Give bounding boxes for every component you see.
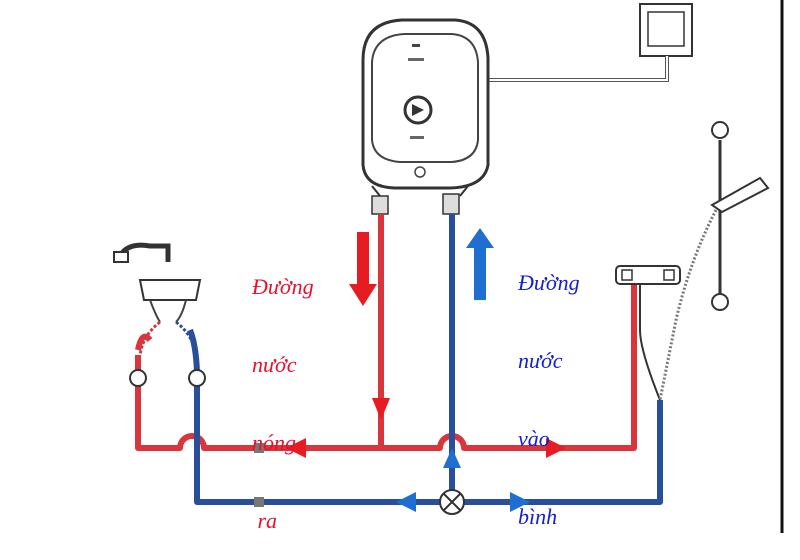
plumbing-diagram: Đường nước nóng ra Đường nước vào bình: [113, 0, 784, 533]
cold-up-arrow: [443, 448, 461, 468]
cold-label-line: Đường: [518, 270, 580, 295]
control-box-icon: [480, 3, 693, 82]
cold-flow-arrows: [396, 228, 530, 512]
hot-water-out-label: Đường nước nóng ra: [252, 222, 314, 560]
hot-label-line: nước: [252, 352, 297, 377]
hot-right-arrow: [546, 438, 566, 458]
hot-out-arrow: [349, 232, 377, 306]
hot-down-arrow: [372, 398, 390, 420]
cold-label-line: bình: [518, 504, 558, 529]
pipe-cap: [254, 443, 264, 453]
shower-head-icon: [658, 121, 770, 401]
cold-left-arrow: [396, 492, 416, 512]
shut-off-valve-icon: [439, 489, 465, 515]
water-heater-icon: [361, 18, 490, 215]
hot-flow-arrows: [286, 232, 566, 458]
hot-label-line: ra: [252, 508, 278, 533]
cold-right-arrow: [510, 492, 530, 512]
pipe-cap: [254, 497, 264, 507]
diagram-canvas: [113, 0, 784, 533]
hot-left-arrow: [286, 438, 306, 458]
cold-in-arrow: [466, 228, 494, 300]
hot-label-line: nóng: [252, 430, 296, 455]
basin-faucet-icon: [113, 242, 206, 387]
cold-label-line: nước: [518, 348, 563, 373]
cold-water-in-label: Đường nước vào bình: [518, 218, 580, 556]
shower-mixer-icon: [615, 265, 681, 401]
hot-label-line: Đường: [252, 274, 314, 299]
cold-label-line: vào: [518, 426, 550, 451]
